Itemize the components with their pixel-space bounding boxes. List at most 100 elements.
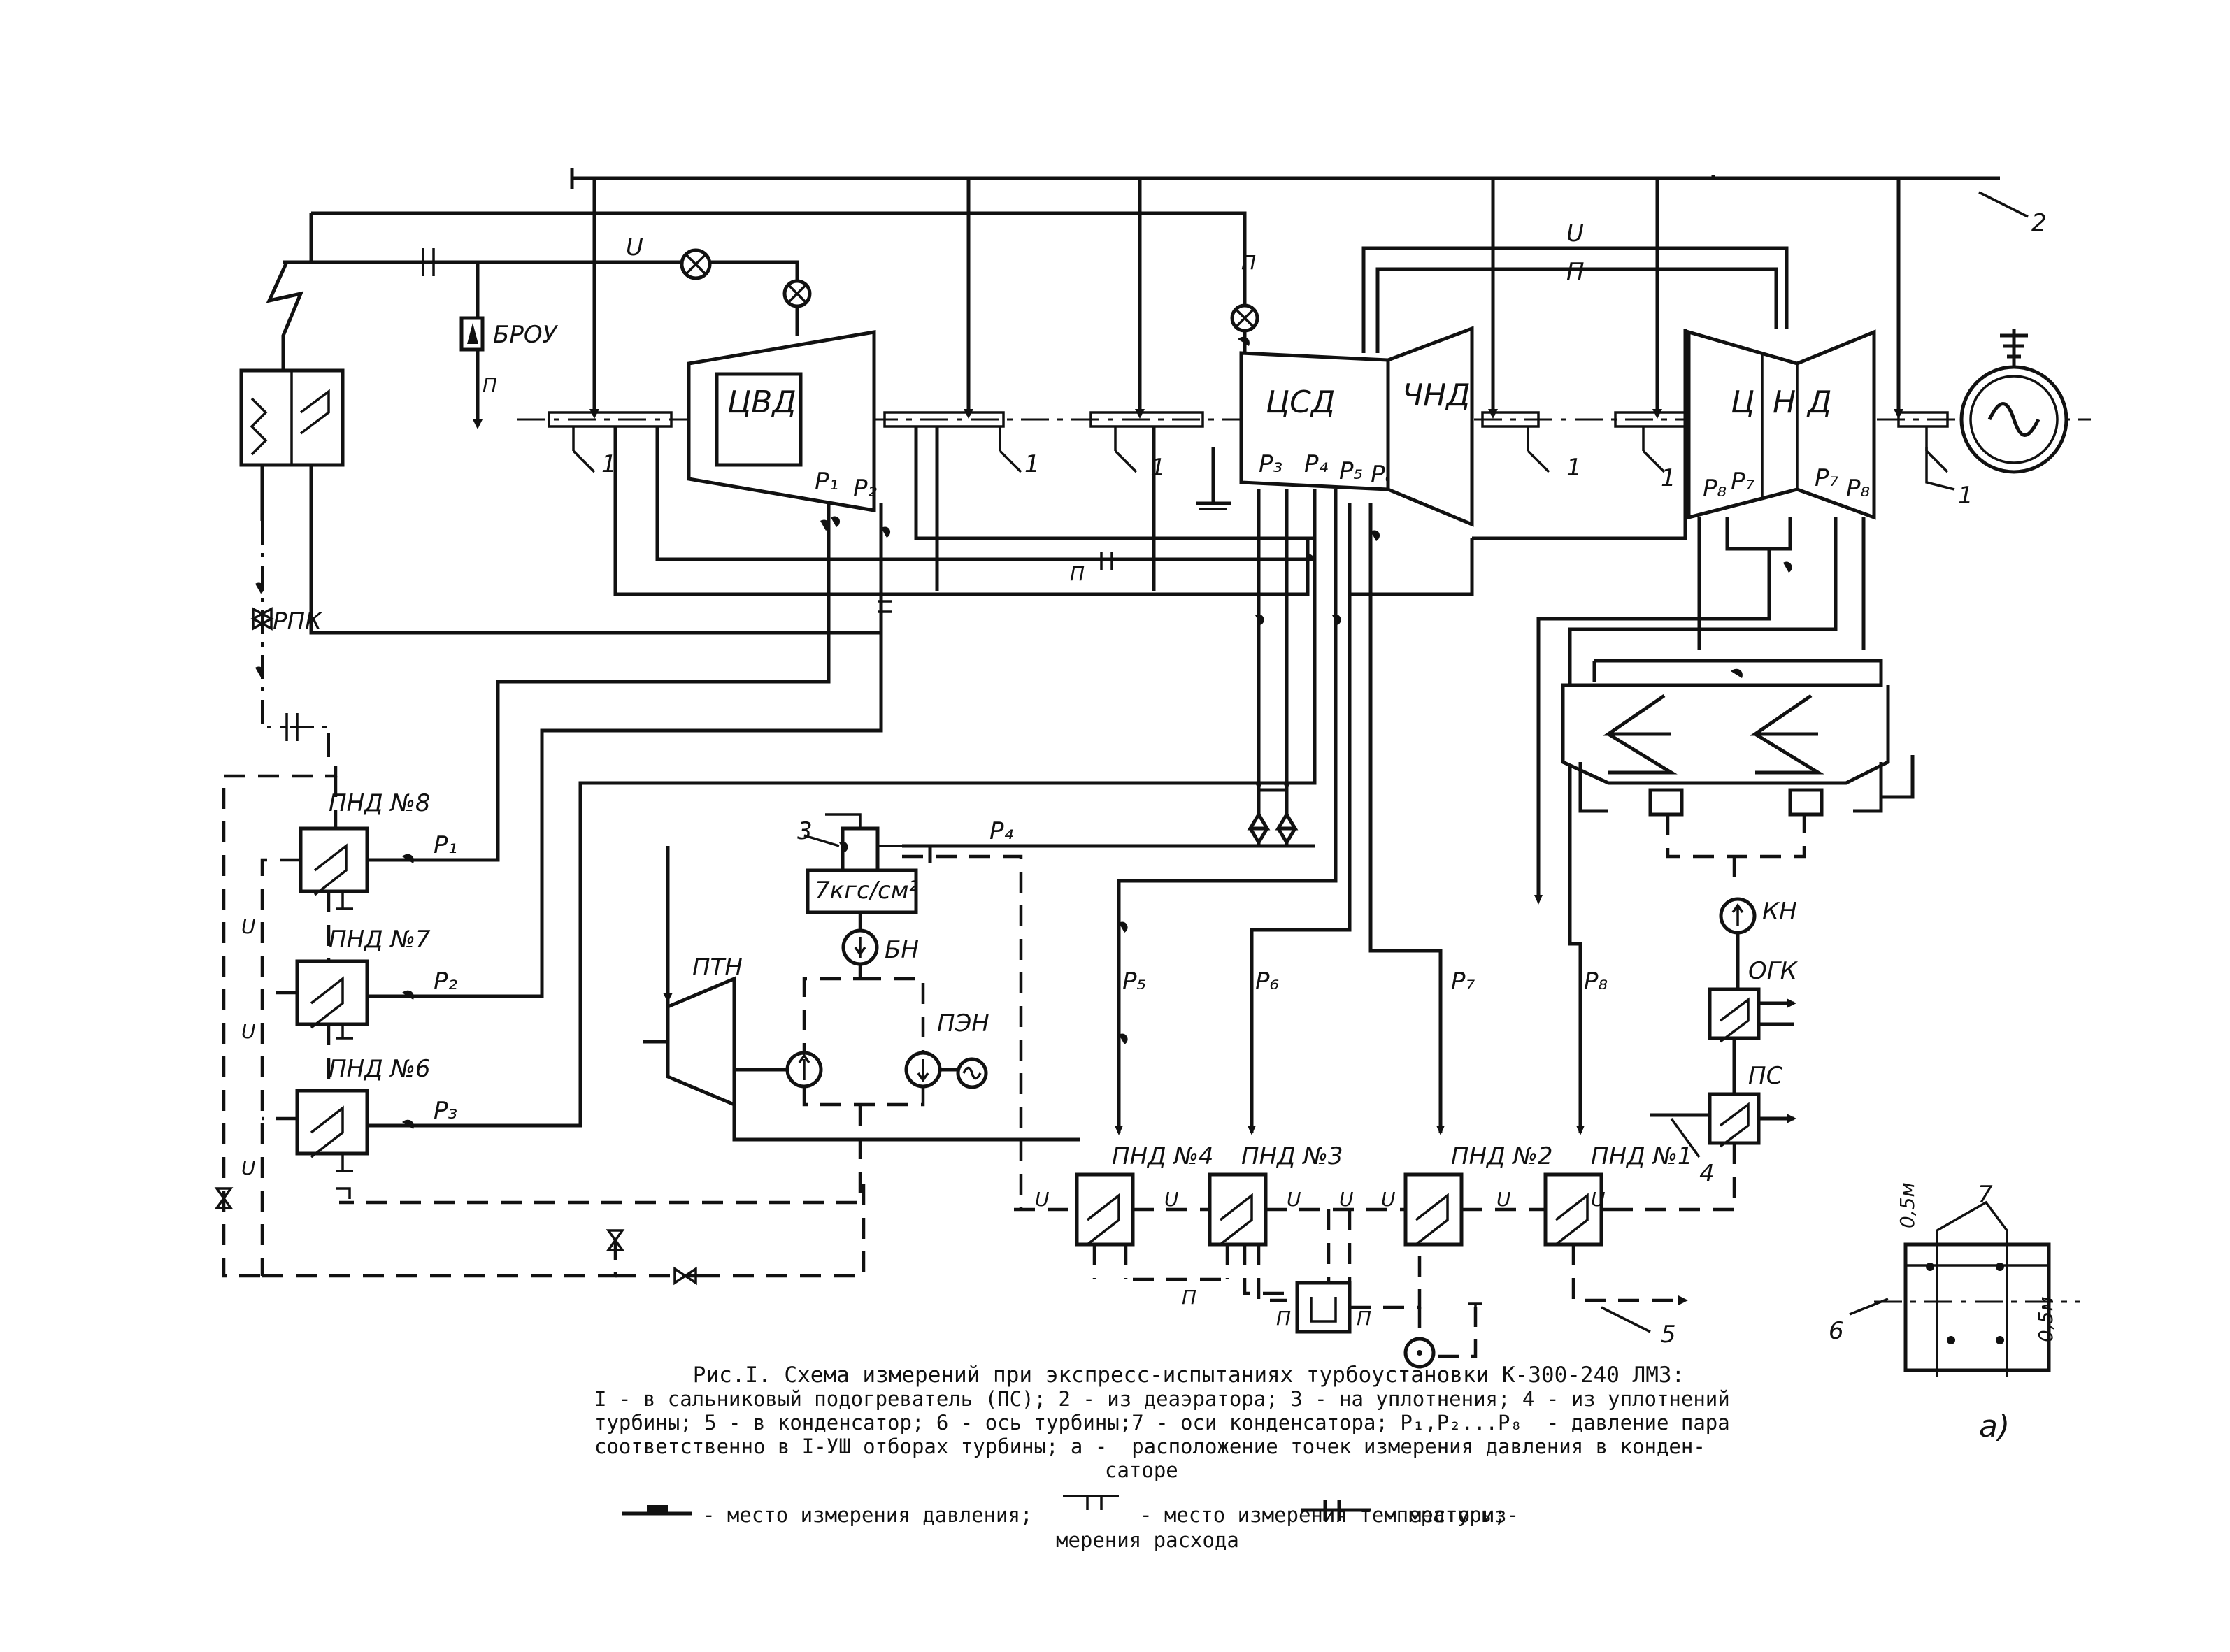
pnd4-label: ПНД №4 (1112, 1142, 1214, 1170)
svg-text:P₆: P₆ (1255, 968, 1279, 996)
legend-symbols (622, 1495, 1371, 1521)
pnd8-label: ПНД №8 (329, 789, 431, 817)
svg-text:U: U (1496, 1188, 1511, 1211)
pnd7-box (295, 959, 369, 1026)
svg-text:U: U (241, 915, 256, 938)
pnd6-label: ПНД №6 (329, 1055, 431, 1083)
pnd2-label: ПНД №2 (1451, 1142, 1553, 1170)
svg-text:U: U (1381, 1188, 1396, 1211)
svg-text:Н: Н (1773, 385, 1796, 420)
ogk-label: ОГК (1748, 957, 1799, 985)
svg-text:1: 1 (1661, 464, 1676, 492)
svg-text:U: U (626, 234, 643, 261)
lp-part: ЧНД (1371, 326, 1474, 541)
svg-text:P₈: P₈ (1703, 475, 1727, 503)
inset-a-label: а) (1979, 1409, 2010, 1444)
svg-text:П: П (1276, 1307, 1291, 1330)
svg-text:P₂: P₂ (853, 475, 878, 503)
svg-text:P₇: P₇ (1731, 468, 1755, 496)
hp-heaters: ПНД №8 ПНД №7 ПНД №6 P₁ P₂ P₃ U U U (214, 766, 866, 1286)
caption-line-2: турбины; 5 - в конденсатор; 6 - ось турб… (594, 1411, 1730, 1435)
svg-text:P₄: P₄ (1304, 450, 1329, 478)
caption-title: Рис.I. Схема измерений при экспресс-испы… (692, 1363, 1685, 1388)
cvd-label: ЦВД (727, 385, 796, 420)
chnd-label: ЧНД (1402, 378, 1471, 413)
brou-label: БРОУ (493, 321, 559, 349)
svg-text:1: 1 (1566, 454, 1582, 482)
condensate-chain: КН ОГК ПС 4 (1615, 897, 1799, 1212)
svg-text:П: П (483, 373, 497, 396)
legend-flow-a: - место из- (1385, 1503, 1520, 1527)
svg-text:0,5м: 0,5м (1896, 1182, 1919, 1228)
bleed-lines: P₅ P₆ P₇ P₈ (364, 489, 1608, 1135)
svg-text:P₃: P₃ (434, 1097, 457, 1125)
pnd3-box (1208, 1172, 1268, 1247)
svg-text:П: П (1182, 1286, 1196, 1309)
svg-text:5: 5 (1661, 1321, 1676, 1349)
svg-text:P₄: P₄ (989, 817, 1014, 845)
deaerator-box (806, 868, 918, 914)
pnd6-box (295, 1089, 369, 1156)
extraction-lines: П (613, 329, 1866, 895)
svg-text:4: 4 (1699, 1160, 1715, 1188)
legend-temperature: - место измерения температуры; (1140, 1503, 1506, 1527)
svg-text:П: П (1241, 251, 1256, 274)
deaerator-group: 3 7кгс/см² P₄ БН ПЭН ПТН (336, 813, 1315, 1209)
legend: - место измерения давления; - место изме… (615, 1496, 1769, 1559)
pnd7-label: ПНД №7 (329, 926, 431, 954)
ptn-turbine-icon (666, 976, 736, 1107)
svg-text:U: U (1287, 1188, 1301, 1211)
svg-text:6: 6 (1829, 1317, 1844, 1345)
deaerator-pressure-label: 7кгс/см² (815, 877, 919, 905)
svg-text:3: 3 (797, 817, 813, 845)
svg-text:П: П (1070, 562, 1085, 585)
condenser (1561, 659, 1915, 881)
svg-text:U: U (1035, 1188, 1050, 1211)
ptn-label: ПТН (692, 954, 743, 982)
hp-cylinder: ЦВД P₁ P₂ (687, 330, 891, 538)
lp-heaters: ПНД №4 ПНД №3 ПНД №2 ПНД №1 U U U U U U … (1014, 1142, 1693, 1369)
svg-text:Д: Д (1806, 385, 1831, 420)
pnd8-box (299, 826, 369, 893)
svg-text:U: U (1566, 220, 1584, 247)
svg-text:P₅: P₅ (1339, 457, 1363, 485)
svg-text:U: U (1339, 1188, 1354, 1211)
svg-text:1: 1 (1024, 450, 1040, 478)
svg-text:U: U (241, 1020, 256, 1043)
svg-text:P₇: P₇ (1451, 968, 1475, 996)
rpk-label: РПК (273, 608, 323, 635)
legend-flow-b: мерения расхода (1056, 1528, 1239, 1552)
inset-a-condenser-points: 7 0,5м 0,5м 6 а) (1829, 1181, 2080, 1444)
bn-label: БН (885, 936, 919, 964)
svg-text:U: U (1164, 1188, 1179, 1211)
deaerator-seal-box (841, 826, 880, 872)
svg-text:P₃: P₃ (1259, 450, 1282, 478)
svg-text:P₈: P₈ (1584, 968, 1608, 996)
svg-text:П: П (1357, 1307, 1371, 1330)
svg-text:U: U (241, 1156, 256, 1179)
ip-cylinder: ЦСД P₃ P₄ P₅ P₆ (1239, 351, 1394, 491)
svg-text:P₁: P₁ (815, 468, 838, 496)
kn-label: КН (1762, 898, 1797, 926)
lp-cylinder: Ц Н Д P₈ P₇ P₇ P₈ (1687, 175, 1876, 520)
svg-text:P₅: P₅ (1122, 968, 1146, 996)
svg-text:P₇: P₇ (1815, 464, 1839, 492)
caption-line-4: саторе (1105, 1458, 1178, 1482)
pnd2-box (1403, 1172, 1464, 1247)
svg-text:П: П (1566, 258, 1585, 286)
drain-cooler-box (1295, 1281, 1352, 1334)
figure-caption: Рис.I. Схема измерений при экспресс-испы… (594, 1363, 1783, 1482)
svg-text:P₂: P₂ (434, 968, 458, 996)
pnd4-box (1075, 1172, 1135, 1247)
generator (1925, 329, 2068, 491)
svg-text:0,5м: 0,5м (2034, 1296, 2057, 1342)
caption-line-3: соответственно в I-УШ отборах турбины; а… (594, 1435, 1706, 1458)
svg-text:U: U (1591, 1188, 1606, 1211)
main-feed-return: РПК (250, 465, 883, 766)
legend-pressure: - место измерения давления; (703, 1503, 1033, 1527)
svg-text:7: 7 (1978, 1181, 1993, 1209)
svg-text:Ц: Ц (1731, 385, 1754, 420)
svg-text:P₈: P₈ (1846, 475, 1871, 503)
pnd1-label: ПНД №1 (1591, 1142, 1693, 1170)
